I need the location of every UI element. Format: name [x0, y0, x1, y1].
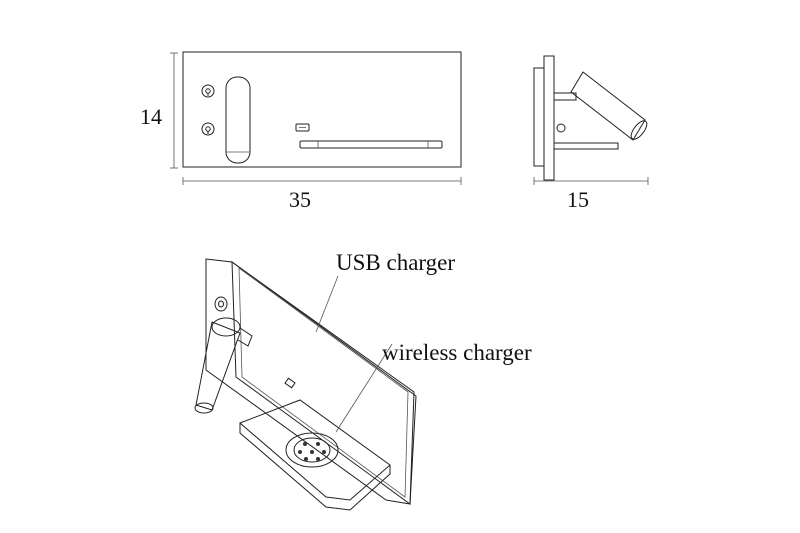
switch-icon — [201, 122, 215, 136]
depth-label: 15 — [567, 187, 589, 212]
switch-icon — [201, 84, 215, 98]
wireless-charger-label: wireless charger — [382, 340, 532, 365]
usb-charger-label: USB charger — [336, 250, 455, 275]
switch-icon — [214, 296, 228, 312]
reading-lamp — [225, 76, 251, 164]
wireless-coil-icon — [285, 432, 339, 468]
side-lamp-head — [570, 71, 648, 141]
iso-shelf — [239, 399, 391, 511]
height-label: 14 — [140, 104, 162, 129]
isometric-view — [194, 258, 417, 511]
usb-leader-line — [315, 275, 339, 333]
wireless-leader-line — [335, 343, 393, 433]
usb-port-icon — [284, 377, 296, 389]
usb-port-icon — [295, 123, 310, 132]
width-label: 35 — [289, 187, 311, 212]
side-view: 15 — [533, 55, 649, 212]
iso-reading-lamp — [194, 317, 253, 414]
front-view: 14 35 — [140, 51, 462, 212]
front-panel — [182, 51, 462, 168]
shelf — [299, 140, 443, 149]
